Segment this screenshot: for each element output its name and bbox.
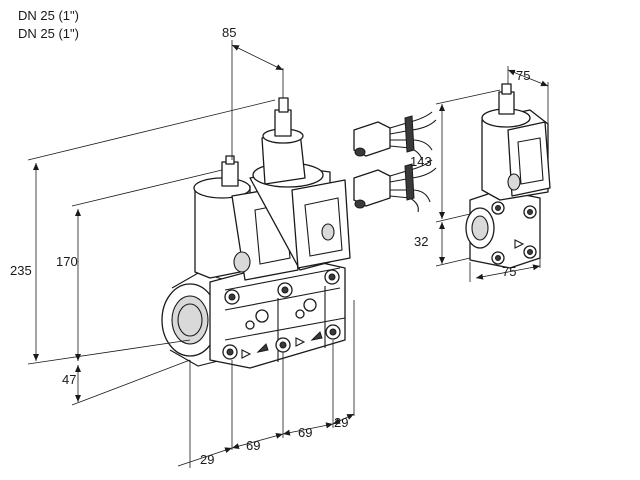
connector-lower	[353, 159, 437, 213]
cable-connectors	[353, 111, 437, 213]
dim-body-height: 170	[56, 254, 78, 269]
body-bolts	[222, 269, 341, 360]
dimension-lines-main	[27, 40, 355, 468]
connector-upper	[353, 111, 437, 161]
flow-arrows	[241, 331, 323, 359]
side-view-valve	[465, 83, 551, 269]
title-line-2: DN 25 (1")	[18, 26, 79, 41]
title-line-1: DN 25 (1")	[18, 8, 79, 23]
dim-spacing-a: 29	[200, 452, 214, 467]
dim-spacing-d: 29	[334, 415, 348, 430]
double-valve-assembly	[161, 97, 351, 369]
dimension-labels: 85 235 170 47 29 69 69 29 75 143 32 75	[10, 25, 530, 467]
dim-side-height: 143	[410, 154, 432, 169]
dim-side-width-bottom: 75	[502, 264, 516, 279]
dim-overall-height: 235	[10, 263, 32, 278]
actuator-right	[249, 97, 351, 271]
dim-spacing-c: 69	[298, 425, 312, 440]
dimension-lines-side	[435, 66, 549, 282]
dim-bottom-offset: 47	[62, 372, 76, 387]
dim-side-width-top: 75	[516, 68, 530, 83]
dim-side-base: 32	[414, 234, 428, 249]
dim-spacing-b: 69	[246, 438, 260, 453]
dim-top-width: 85	[222, 25, 236, 40]
